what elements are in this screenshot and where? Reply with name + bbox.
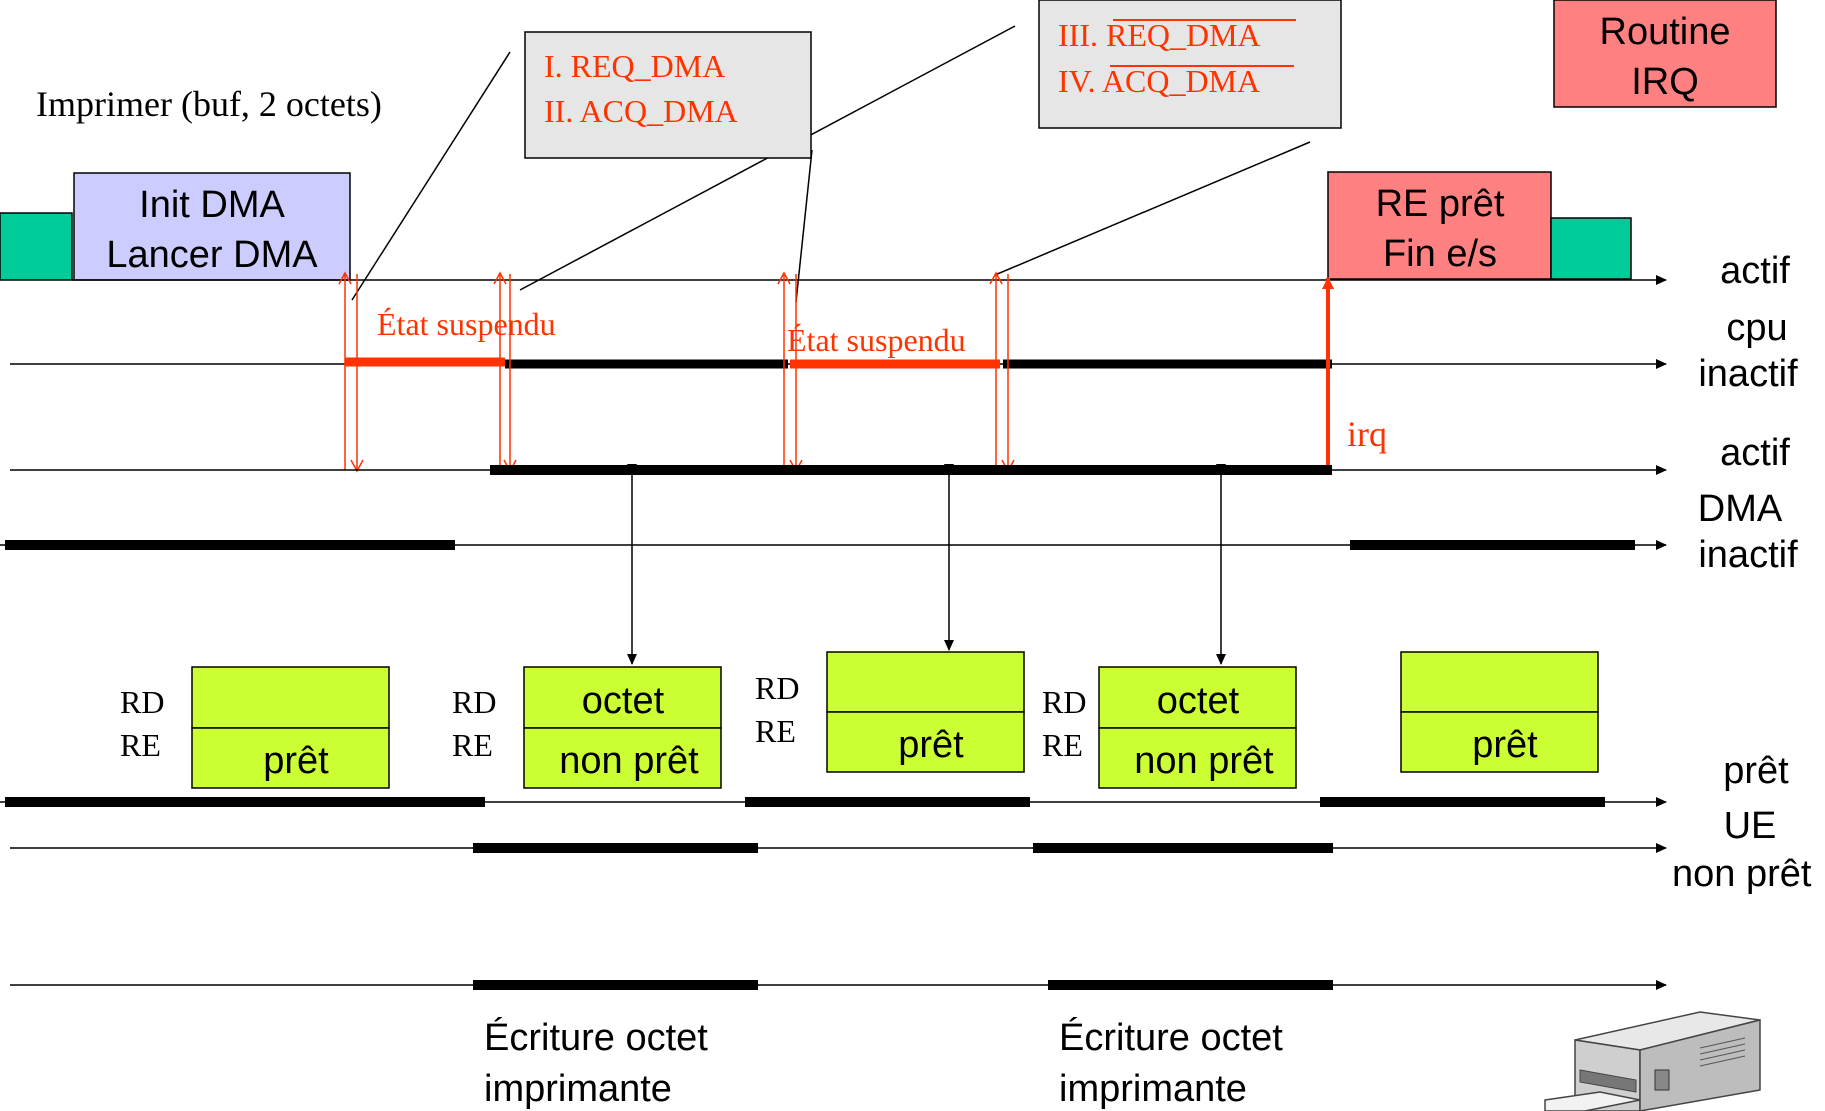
re-pret-box: [1327, 171, 1552, 280]
init-dma-box: [73, 172, 351, 281]
cpu-teal-block-right: [1550, 217, 1632, 280]
signals-2-line-2: IV. ACQ_DMA: [1058, 63, 1260, 99]
signals-box-2: [1038, 0, 1342, 129]
register-3-bottom: prêt: [898, 724, 964, 766]
dma-label-actif: actif: [1720, 432, 1790, 474]
register-2-rd: RD: [452, 684, 496, 720]
state-suspended-2: État suspendu: [787, 322, 966, 358]
register-3-re: RE: [755, 713, 796, 749]
transition-arrows-3: [777, 271, 803, 473]
transition-arrows-2: [493, 271, 517, 473]
register-5-bottom: prêt: [1472, 724, 1538, 766]
register-1: prêt RD RE: [120, 666, 390, 789]
register-3: prêt RD RE: [755, 651, 1025, 773]
write-2-line-2: imprimante: [1059, 1068, 1247, 1110]
cpu-label-actif: actif: [1720, 250, 1790, 292]
state-suspended-1: État suspendu: [377, 306, 556, 342]
ue-label-ue: UE: [1724, 805, 1777, 847]
register-1-re: RE: [120, 727, 161, 763]
ue-label-non-pret: non prêt: [1672, 853, 1812, 895]
transition-arrows-1: [338, 271, 364, 473]
call-label: Imprimer (buf, 2 octets): [36, 84, 382, 124]
routine-irq-box: [1553, 0, 1777, 108]
routine-irq-line-2: IRQ: [1631, 61, 1699, 103]
register-1-bottom: prêt: [263, 740, 329, 782]
register-4: octet non prêt RD RE: [1042, 666, 1297, 789]
re-pret-line-2: Fin e/s: [1383, 233, 1497, 275]
signals-box-1: [524, 31, 812, 159]
register-4-bottom: non prêt: [1134, 740, 1274, 782]
cpu-label-inactif: inactif: [1698, 353, 1798, 395]
signals-2-line-1: III. REQ_DMA: [1058, 17, 1261, 53]
dma-label-inactif: inactif: [1698, 534, 1798, 576]
pointer-line-3: [795, 149, 813, 303]
init-dma-line-2: Lancer DMA: [106, 234, 318, 276]
printer-icon: [1544, 1011, 1761, 1111]
register-5: prêt: [1400, 651, 1599, 773]
write-1-line-1: Écriture octet: [484, 1016, 708, 1059]
register-1-rd: RD: [120, 684, 164, 720]
irq-label: irq: [1347, 414, 1387, 454]
register-4-top: octet: [1157, 680, 1240, 722]
pointer-line-1: [351, 51, 511, 301]
transition-arrows-4: [989, 271, 1015, 473]
pointer-line-4: [994, 141, 1311, 276]
register-4-re: RE: [1042, 727, 1083, 763]
re-pret-line-1: RE prêt: [1376, 183, 1505, 225]
signals-1-line-1: I. REQ_DMA: [544, 48, 725, 84]
cpu-label-cpu: cpu: [1726, 307, 1787, 349]
register-3-rd: RD: [755, 670, 799, 706]
register-4-rd: RD: [1042, 684, 1086, 720]
dma-label-dma: DMA: [1698, 488, 1783, 530]
register-2-top: octet: [582, 680, 665, 722]
ue-label-pret: prêt: [1723, 750, 1789, 792]
register-2-bottom: non prêt: [559, 740, 699, 782]
register-2: octet non prêt RD RE: [452, 666, 722, 789]
write-1-line-2: imprimante: [484, 1068, 672, 1110]
write-2-line-1: Écriture octet: [1059, 1016, 1283, 1059]
routine-irq-line-1: Routine: [1600, 11, 1731, 53]
signals-1-line-2: II. ACQ_DMA: [544, 93, 738, 129]
register-2-re: RE: [452, 727, 493, 763]
cpu-teal-block-left: [0, 212, 73, 281]
init-dma-line-1: Init DMA: [139, 184, 285, 226]
